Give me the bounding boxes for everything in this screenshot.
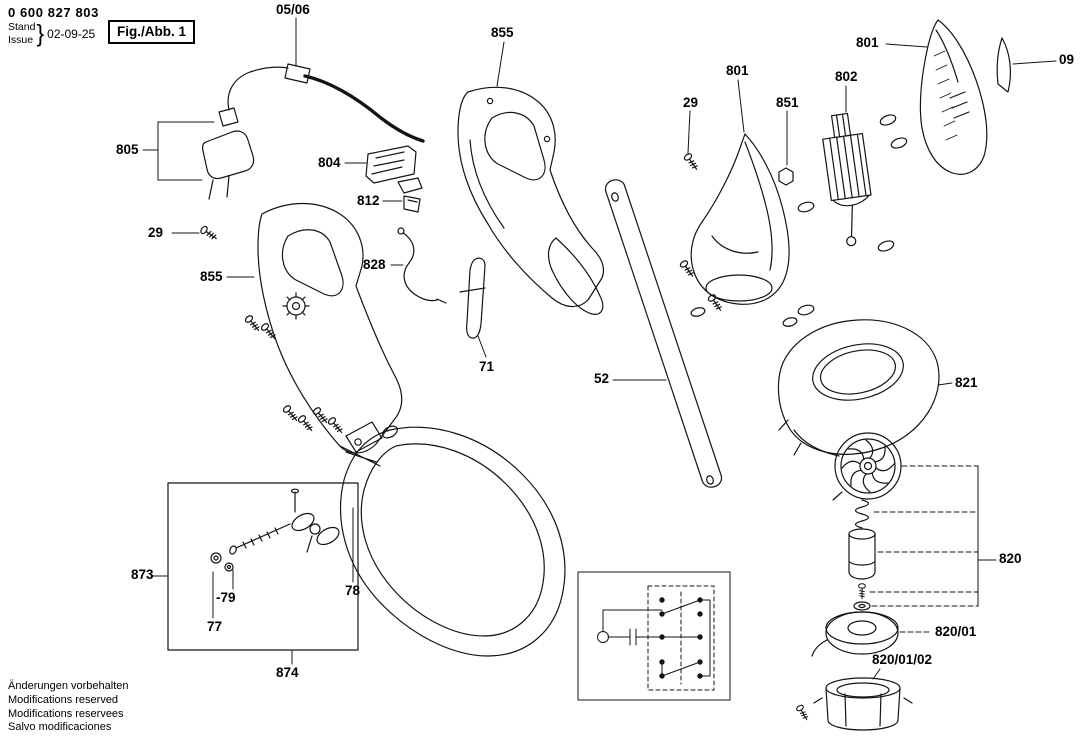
part-nut-851 — [778, 167, 794, 186]
part-shaft-52 — [604, 179, 723, 488]
part-guard-821 — [777, 319, 940, 457]
part-spool-housing-820-01-02 — [813, 677, 913, 731]
stand-label: Stand — [8, 21, 36, 34]
part-lever-71 — [459, 257, 486, 339]
part-clip-812 — [403, 195, 421, 213]
part-spindle-820 — [848, 528, 876, 580]
part-power-cord-805 — [202, 63, 425, 200]
part-spool-820-01 — [811, 611, 899, 657]
footer-line-en: Modifications reserved — [8, 693, 119, 706]
part-screw-cup — [795, 703, 811, 723]
footer-line-es: Salvo modificaciones — [8, 721, 112, 734]
part-spring-820 — [854, 499, 870, 529]
issue-label: Issue — [8, 33, 34, 46]
part-motor-housing-801 — [678, 133, 790, 317]
stand-issue-words: Stand Issue — [8, 21, 35, 45]
footer-line-de: Änderungen vorbehalten — [8, 680, 129, 692]
part-handle-housing-top-855 — [457, 86, 605, 315]
part-handle-housing-left-855 — [257, 202, 403, 467]
part-armature-802 — [822, 112, 872, 247]
issue-date: 02-09-25 — [47, 26, 96, 41]
figure-label: Fig./Abb. 1 — [108, 20, 195, 44]
part-washers — [782, 114, 908, 327]
part-deflector-09 — [996, 37, 1012, 93]
part-clamp-kit-873 — [167, 482, 359, 651]
brace-glyph: } — [36, 19, 45, 47]
part-fan — [832, 432, 902, 501]
footer-line-fr: Modifications reservees — [8, 707, 124, 720]
stand-issue-block: Stand Issue } 02-09-25 — [8, 19, 96, 47]
document-part-number: 0 600 827 803 — [8, 5, 99, 20]
part-screw-820 — [858, 583, 866, 600]
part-loop-handle-874 — [339, 421, 566, 657]
part-washer-820 — [853, 601, 871, 611]
part-motor-housing-right-801 — [919, 19, 988, 175]
footer-notes: Änderungen vorbehalten Modifications res… — [8, 680, 128, 735]
electrical-schematic — [577, 571, 731, 701]
part-cable-828 — [397, 227, 447, 304]
leader-lines — [142, 17, 1057, 680]
part-switch-804 — [365, 145, 423, 194]
